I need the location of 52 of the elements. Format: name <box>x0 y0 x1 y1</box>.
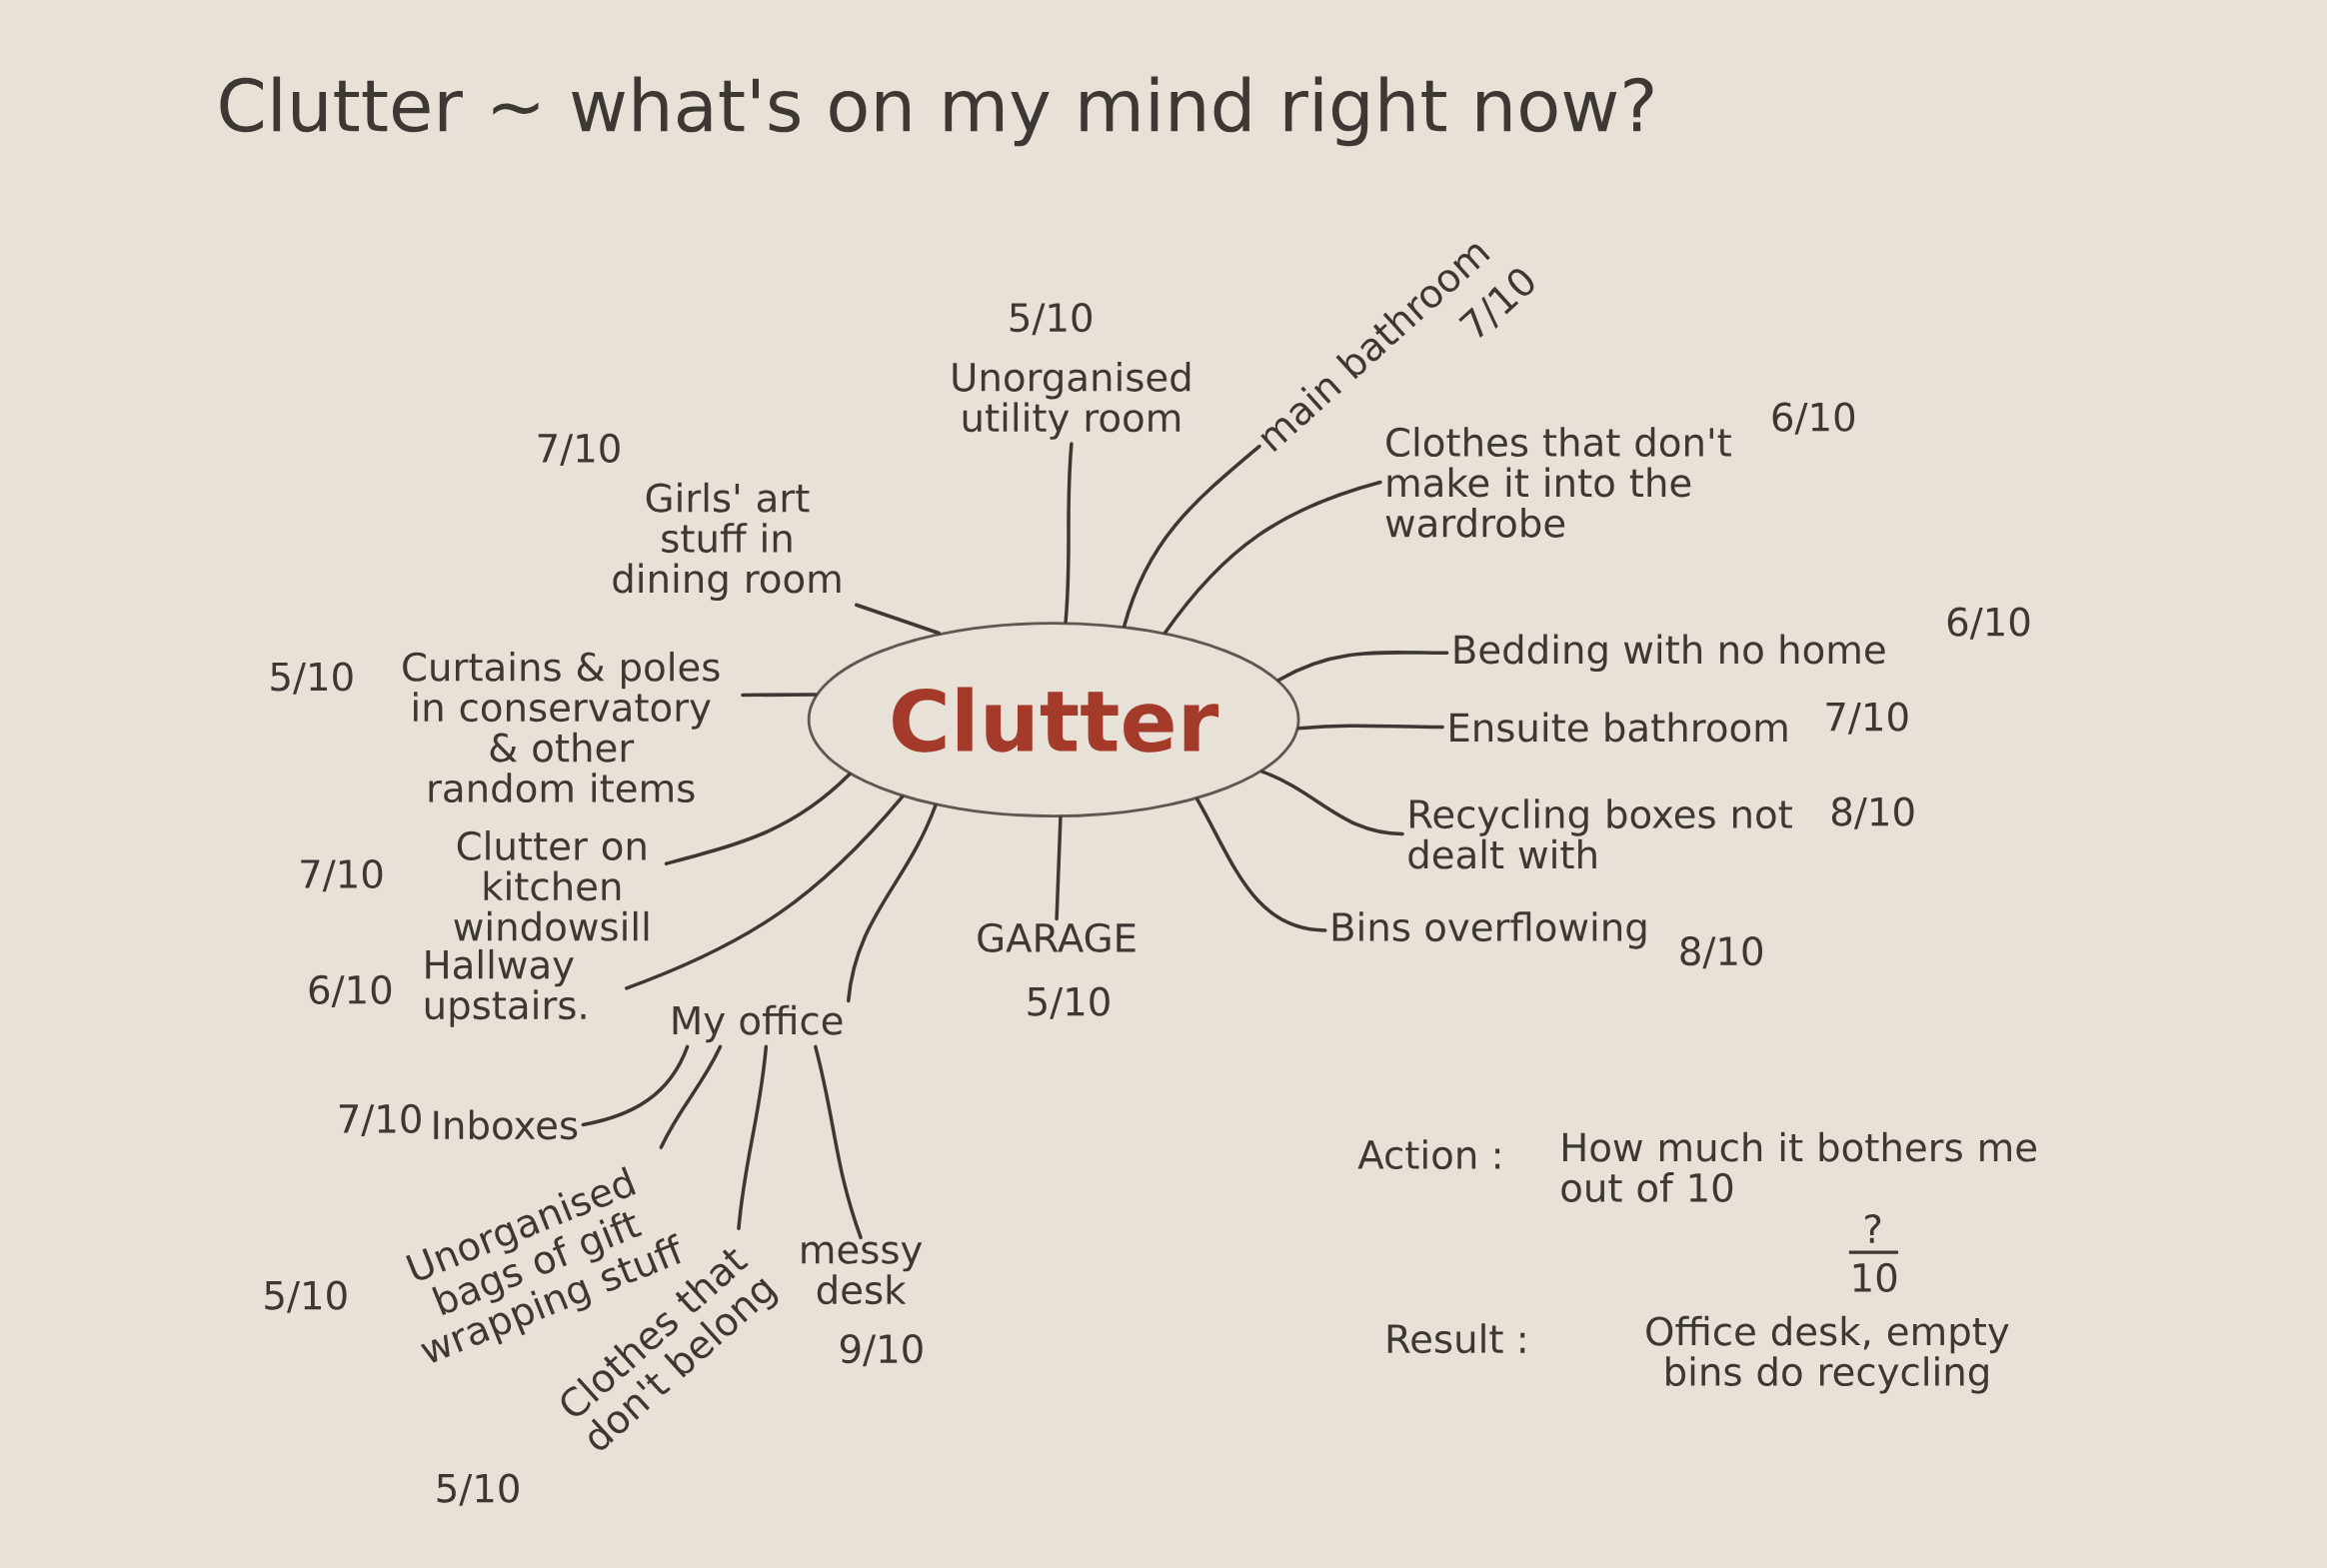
branch-text: Unorganised utility room <box>953 362 1190 440</box>
connector-line <box>1164 480 1382 635</box>
score-label: 8/10 <box>1680 936 1762 969</box>
branch-text: Clutter on kitchen windowsill <box>454 830 649 941</box>
note-text: Office desk, empty bins do recycling <box>1646 1315 2009 1394</box>
score-label: 6/10 <box>1772 402 1855 435</box>
score-label: 7/10 <box>339 1103 421 1137</box>
score-label: 5/10 <box>1028 986 1110 1019</box>
connector-line <box>581 1044 690 1127</box>
score-label: 5/10 <box>437 1473 519 1506</box>
fraction: ? 10 <box>1848 1214 1898 1292</box>
branch-text: My office <box>673 1004 843 1043</box>
connector-line <box>814 1044 863 1240</box>
branch-text: Inboxes <box>434 1109 578 1140</box>
branch-text: Clothes that don't make it into the wardrobe <box>1385 427 1731 538</box>
branch-text: GARAGE <box>978 922 1136 952</box>
connector-line <box>664 773 852 865</box>
connector-line <box>1260 770 1404 836</box>
connector-line <box>737 1044 769 1230</box>
connector-line <box>1064 442 1074 625</box>
score-label: 6/10 <box>1947 607 2030 640</box>
score-label: 5/10 <box>265 1280 347 1313</box>
note-label: Result : <box>1387 1323 1525 1354</box>
branch-text: Ensuite bathroom <box>1450 712 1787 743</box>
score-label: 5/10 <box>1010 303 1092 336</box>
branch-text: messy desk <box>802 1241 923 1305</box>
branch-text: Hallway upstairs. <box>425 948 586 1027</box>
score-label: 7/10 <box>1826 702 1908 735</box>
connector-line <box>659 1044 723 1149</box>
connector-line <box>1296 724 1444 731</box>
connector-line <box>1194 796 1327 932</box>
score-label: 8/10 <box>1831 796 1914 829</box>
connector-line <box>854 603 941 636</box>
connector-line <box>1276 651 1449 683</box>
branch-text: Bins overflowing <box>1332 911 1646 949</box>
branch-text: Recycling boxes not dealt with <box>1408 798 1792 869</box>
connector-line <box>625 794 905 990</box>
score-label: 6/10 <box>309 974 392 1007</box>
score-label: 7/10 <box>538 433 620 467</box>
branch-text: Bedding with no home <box>1454 634 1885 673</box>
score-label: 9/10 <box>840 1334 923 1367</box>
note-label: Action : <box>1357 1139 1500 1170</box>
branch-text: Girls' art stuff in dining room <box>613 482 841 602</box>
connector-line <box>1123 444 1261 629</box>
connector-line <box>741 693 818 698</box>
branch-text: Curtains & poles in conservatory & other random items <box>403 651 720 803</box>
title: Clutter ~ what's on my mind right now? <box>220 76 1653 147</box>
note-text: How much it bothers me out of 10 <box>1561 1131 2036 1202</box>
score-label: 7/10 <box>301 858 383 892</box>
connector-line <box>846 803 938 1003</box>
connector-line <box>1055 815 1063 921</box>
score-label: 5/10 <box>271 662 353 695</box>
